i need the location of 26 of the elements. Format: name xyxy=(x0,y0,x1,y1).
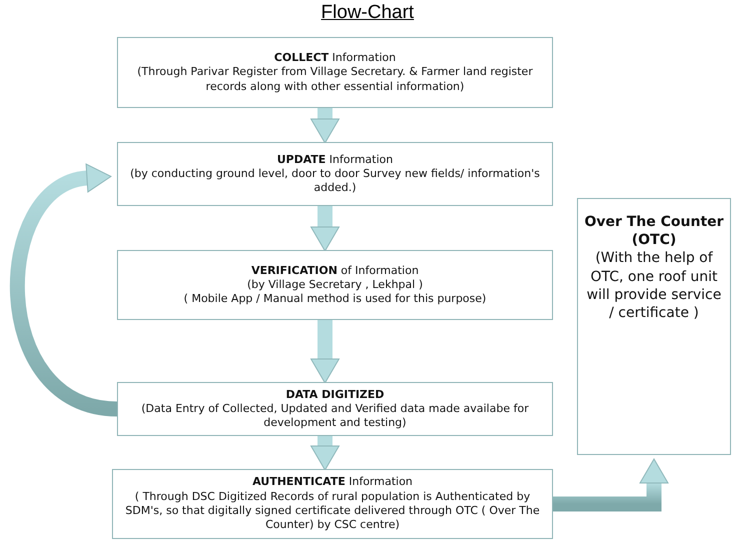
step-heading: Over The Counter (OTC) xyxy=(584,213,724,250)
step-heading: DATA DIGITIZED xyxy=(286,388,384,402)
step-heading: AUTHENTICATE Information xyxy=(252,475,413,490)
step-description: (With the help of OTC, one roof unit will provide service / certificate ) xyxy=(586,249,722,322)
step-heading: UPDATE Information xyxy=(277,152,393,167)
block-arrow xyxy=(310,436,340,470)
process-box xyxy=(117,142,553,206)
step-heading: VERIFICATION of Information xyxy=(251,264,419,278)
process-box xyxy=(117,37,553,108)
process-box xyxy=(112,469,553,539)
step-description: (by conducting ground level, door to door Survey new fields/ information's added.) xyxy=(129,166,541,196)
block-arrow xyxy=(310,320,340,384)
step-description: ( Mobile App / Manual method is used for this purpose) xyxy=(184,292,486,306)
step-heading: COLLECT Information xyxy=(274,51,396,66)
process-box xyxy=(117,382,553,436)
step-description: ( Through DSC Digitized Records of rural population is Authenticated by SDM's, so that digitally signed certificate delivered through OTC ( Over The Counter) by CSC centre) xyxy=(124,490,541,533)
step-description: (Through Parivar Register from Village Secretary. & Farmer land register records along with other essential information) xyxy=(136,65,534,94)
curved-arrow xyxy=(10,164,118,416)
step-description: (Data Entry of Collected, Updated and Verified data made availabe for development and testing) xyxy=(140,402,530,430)
curved-arrow xyxy=(553,458,668,512)
process-box xyxy=(577,198,731,455)
step-description: (by Village Secretary , Lekhpal ) xyxy=(247,278,423,292)
block-arrow xyxy=(310,108,340,144)
process-box xyxy=(117,250,553,320)
block-arrow xyxy=(310,206,340,252)
chart-title: Flow-Chart xyxy=(320,2,415,24)
